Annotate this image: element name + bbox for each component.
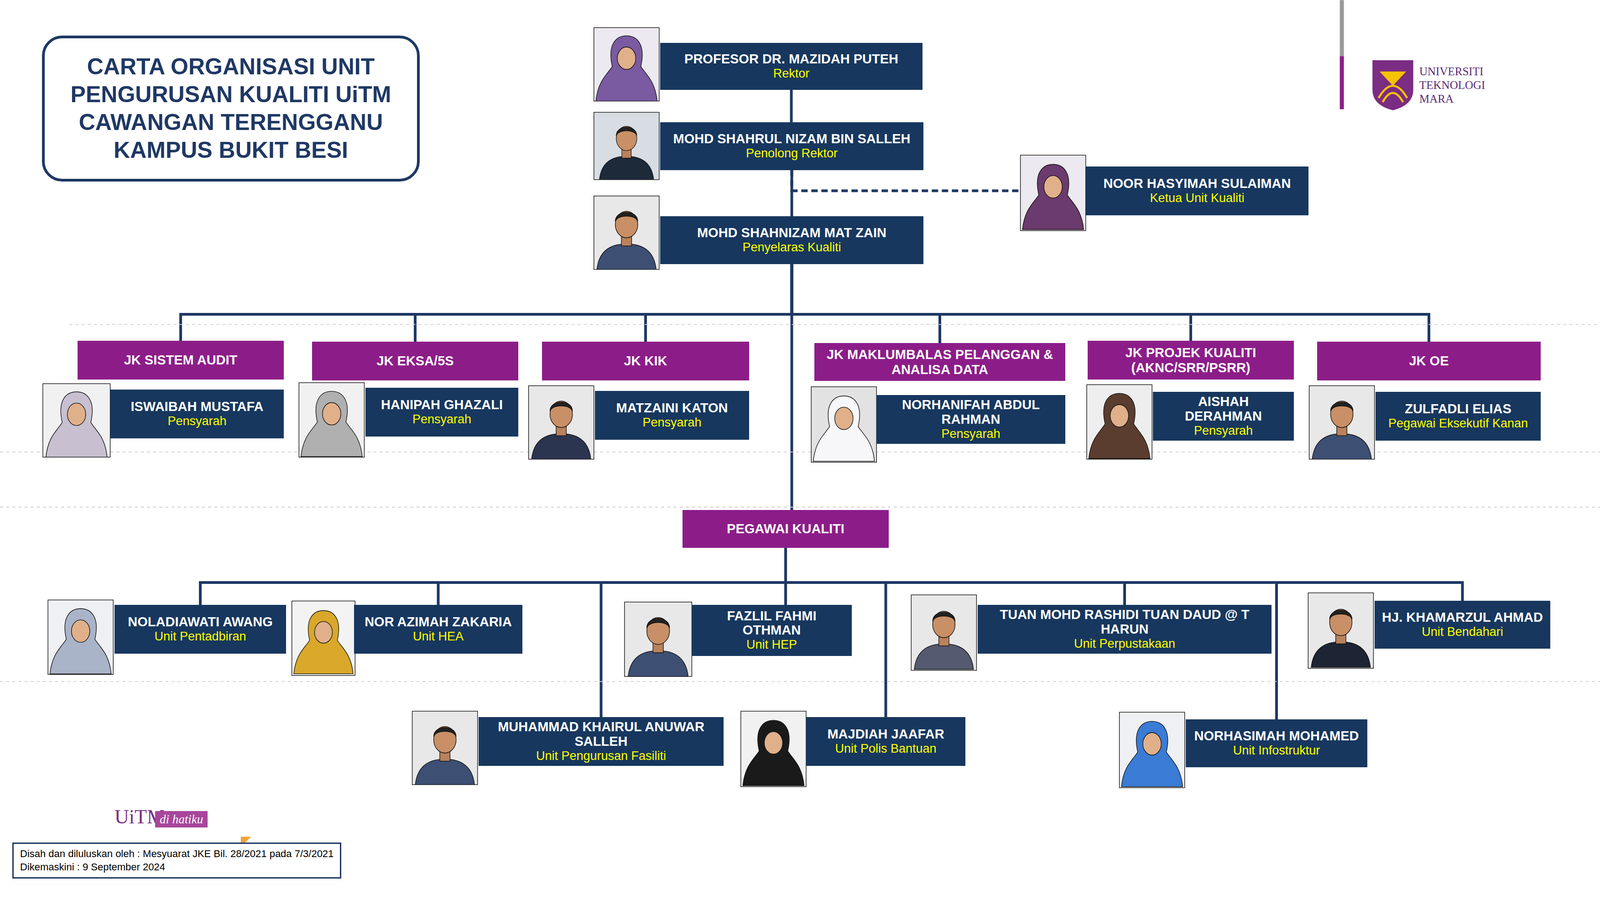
position-title: Unit Pengurusan Fasiliti bbox=[536, 749, 667, 764]
person-box: AISHAH DERAHMANPensyarah bbox=[1152, 391, 1294, 441]
committee-name: PEGAWAI KUALITI bbox=[726, 521, 845, 537]
logo-text: UNIVERSITI bbox=[1419, 65, 1484, 79]
connector-line bbox=[792, 264, 1192, 341]
position-title: Penolong Rektor bbox=[745, 146, 838, 161]
committee-name: JK SISTEM AUDIT bbox=[124, 352, 238, 368]
person-box: HJ. KHAMARZUL AHMADUnit Bendahari bbox=[1374, 600, 1551, 649]
connector-line bbox=[790, 170, 794, 217]
committee-name: JK MAKLUMBALAS PELANGGAN & ANALISA DATA bbox=[820, 347, 1059, 377]
committee-box: JK EKSA/5S bbox=[312, 341, 519, 381]
person-box: NOOR HASYIMAH SULAIMANKetua Unit Kualiti bbox=[1085, 166, 1309, 216]
person-name: MAJDIAH JAAFAR bbox=[827, 727, 944, 742]
committee-box: PEGAWAI KUALITI bbox=[682, 510, 889, 548]
guide-lines bbox=[0, 324, 1600, 682]
position-title: Pensyarah bbox=[1193, 423, 1253, 438]
person-box: NORHANIFAH ABDUL RAHMANPensyarah bbox=[876, 395, 1066, 444]
approval-note: Dikemaskini : 9 September 2024 bbox=[20, 860, 334, 875]
connector-line bbox=[785, 547, 1277, 720]
logo-text: TEKNOLOGI bbox=[1419, 78, 1486, 93]
slogan-tag: di hatiku bbox=[155, 811, 208, 828]
person-box: MATZAINI KATONPensyarah bbox=[594, 390, 750, 440]
person-box: NORHASIMAH MOHAMEDUnit Infostruktur bbox=[1185, 719, 1368, 768]
committee-name: JK PROJEK KUALITI (AKNC/SRR/PSRR) bbox=[1094, 345, 1288, 376]
person-name: MATZAINI KATON bbox=[616, 401, 729, 416]
position-title: Pegawai Eksekutif Kanan bbox=[1388, 416, 1528, 431]
person-name: ISWAIBAH MUSTAFA bbox=[130, 399, 264, 415]
person-box: MUHAMMAD KHAIRUL ANUWAR SALLEHUnit Pengu… bbox=[478, 717, 724, 767]
person-name: PROFESOR DR. MAZIDAH PUTEH bbox=[684, 52, 899, 67]
connector-line bbox=[790, 264, 794, 511]
person-name: NORHASIMAH MOHAMED bbox=[1194, 729, 1360, 744]
position-title: Ketua Unit Kualiti bbox=[1149, 191, 1245, 206]
committee-name: JK OE bbox=[1408, 353, 1449, 369]
university-crest bbox=[1372, 60, 1413, 111]
logo-text: MARA bbox=[1419, 92, 1454, 106]
position-title: Pensyarah bbox=[642, 415, 702, 430]
connector-line bbox=[790, 89, 793, 123]
person-box: FAZLIL FAHMI OTHMANUnit HEP bbox=[691, 604, 852, 657]
approval-note: Disah dan diluluskan oleh : Mesyuarat JK… bbox=[20, 847, 334, 861]
person-name: AISHAH DERAHMAN bbox=[1159, 394, 1288, 424]
committee-box: JK OE bbox=[1317, 341, 1541, 381]
person-name: MUHAMMAD KHAIRUL ANUWAR SALLEH bbox=[484, 719, 718, 750]
corner-bar bbox=[1339, 56, 1345, 110]
person-name: HJ. KHAMARZUL AHMAD bbox=[1381, 610, 1543, 626]
position-title: Pensyarah bbox=[167, 414, 227, 429]
position-title: Unit Polis Bantuan bbox=[834, 741, 937, 756]
person-name: ZULFADLI ELIAS bbox=[1404, 401, 1512, 417]
person-box: MOHD SHAHNIZAM MAT ZAINPenyelaras Kualit… bbox=[660, 216, 924, 265]
committee-box: JK PROJEK KUALITI (AKNC/SRR/PSRR) bbox=[1087, 340, 1294, 380]
connector-line bbox=[792, 170, 1020, 191]
person-box: ISWAIBAH MUSTAFAPensyarah bbox=[110, 389, 284, 439]
person-box: NOR AZIMAH ZAKARIAUnit HEA bbox=[354, 604, 523, 654]
committee-name: JK EKSA/5S bbox=[376, 353, 454, 369]
connector-line bbox=[180, 264, 793, 341]
person-name: NOLADIAWATI AWANG bbox=[127, 614, 273, 630]
chart-title: CARTA ORGANISASI UNIT PENGURUSAN KUALITI… bbox=[62, 52, 399, 165]
connector-line bbox=[200, 547, 786, 605]
person-name: HANIPAH GHAZALI bbox=[380, 397, 503, 413]
position-title: Unit HEA bbox=[412, 629, 464, 644]
person-box: TUAN MOHD RASHIDI TUAN DAUD @ T HARUNUni… bbox=[977, 604, 1272, 654]
person-name: NORHANIFAH ABDUL RAHMAN bbox=[882, 397, 1059, 428]
person-name: FAZLIL FAHMI OTHMAN bbox=[698, 609, 846, 639]
position-title: Unit HEP bbox=[746, 637, 798, 652]
position-title: Unit Perpustakaan bbox=[1073, 636, 1176, 652]
connector-line bbox=[438, 547, 787, 605]
person-name: NOOR HASYIMAH SULAIMAN bbox=[1103, 176, 1292, 192]
person-box: ZULFADLI ELIASPegawai Eksekutif Kanan bbox=[1375, 391, 1541, 441]
person-name: NOR AZIMAH ZAKARIA bbox=[364, 614, 512, 630]
person-box: PROFESOR DR. MAZIDAH PUTEHRektor bbox=[660, 42, 923, 90]
position-title: Pensyarah bbox=[412, 412, 472, 427]
position-title: Penyelaras Kualiti bbox=[742, 240, 841, 255]
committee-box: JK KIK bbox=[542, 341, 750, 381]
position-title: Unit Pentadbiran bbox=[154, 629, 246, 644]
connector-line bbox=[645, 264, 793, 342]
person-box: NOLADIAWATI AWANGUnit Pentadbiran bbox=[114, 604, 287, 654]
person-box: MOHD SHAHRUL NIZAM BIN SALLEHPenolong Re… bbox=[660, 122, 924, 171]
person-box: HANIPAH GHAZALIPensyarah bbox=[365, 387, 519, 437]
connector-line bbox=[415, 264, 793, 342]
committee-box: JK MAKLUMBALAS PELANGGAN & ANALISA DATA bbox=[814, 343, 1066, 381]
title-frame: CARTA ORGANISASI UNIT PENGURUSAN KUALITI… bbox=[41, 35, 420, 182]
portrait-photos bbox=[42, 27, 1375, 788]
person-name: MOHD SHAHNIZAM MAT ZAIN bbox=[697, 225, 887, 241]
person-name: TUAN MOHD RASHIDI TUAN DAUD @ T HARUN bbox=[984, 607, 1266, 637]
position-title: Unit Bendahari bbox=[1421, 625, 1504, 640]
person-name: MOHD SHAHRUL NIZAM BIN SALLEH bbox=[673, 131, 911, 147]
caption-frame: Disah dan diluluskan oleh : Mesyuarat JK… bbox=[12, 842, 342, 879]
person-box: MAJDIAH JAAFARUnit Polis Bantuan bbox=[806, 717, 966, 767]
position-title: Pensyarah bbox=[941, 427, 1001, 442]
connector-line bbox=[792, 264, 941, 344]
committee-name: JK KIK bbox=[623, 353, 668, 369]
corner-bar bbox=[1339, 0, 1345, 57]
position-title: Unit Infostruktur bbox=[1233, 743, 1321, 758]
connector-line bbox=[792, 264, 1430, 342]
position-title: Rektor bbox=[773, 66, 810, 81]
committee-box: JK SISTEM AUDIT bbox=[77, 340, 284, 380]
